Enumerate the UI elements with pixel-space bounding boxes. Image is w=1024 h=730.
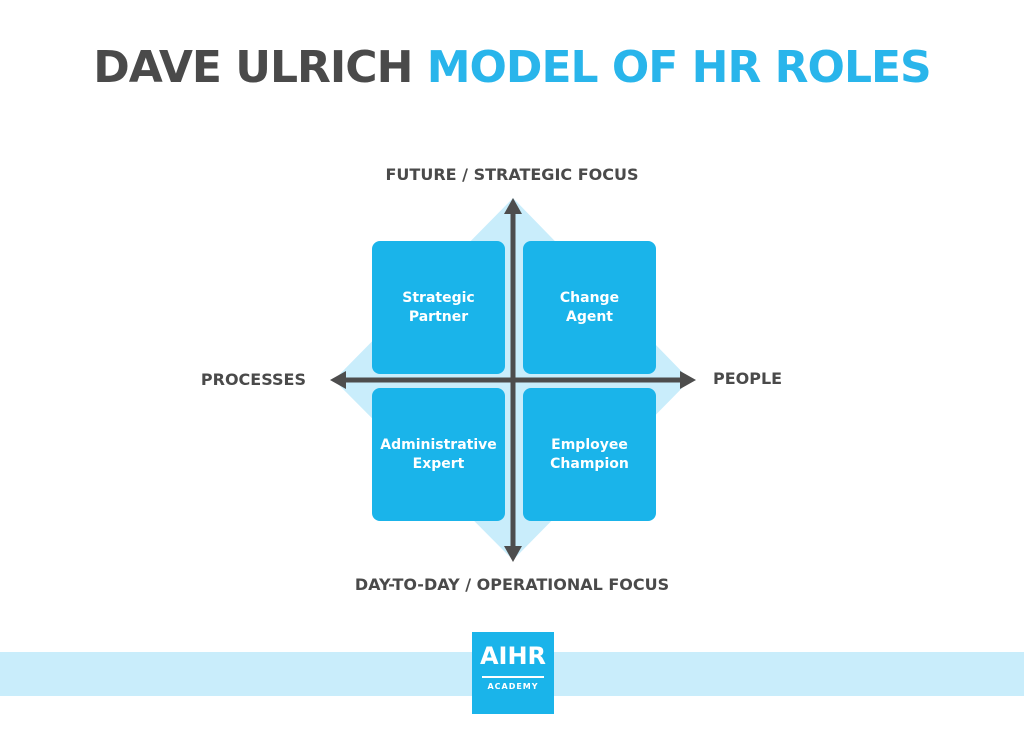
aihr-logo: AIHR ACADEMY (472, 632, 554, 714)
logo-divider (482, 676, 544, 678)
logo-subtext: ACADEMY (487, 682, 539, 691)
arrow-right-icon (680, 371, 696, 389)
arrow-up-icon (504, 198, 522, 214)
quadrant-label-line2: Agent (565, 308, 613, 325)
axis-label-top: FUTURE / STRATEGIC FOCUS (385, 165, 639, 184)
arrow-down-icon (504, 546, 522, 562)
quadrant-label-line1: Employee (551, 436, 628, 453)
quadrant-label-line2: Champion (550, 455, 629, 472)
logo-text: AIHR (479, 642, 547, 670)
quadrant-label-line1: Administrative (380, 436, 497, 453)
axis-label-left: PROCESSES (200, 370, 306, 389)
axis-label-bottom: DAY-TO-DAY / OPERATIONAL FOCUS (354, 575, 670, 594)
page-title: DAVE ULRICH MODEL OF HR ROLES (0, 42, 1024, 93)
quadrant-label-line1: Strategic (402, 289, 475, 306)
quadrant-label-line1: Change (559, 289, 620, 306)
title-part-dark: DAVE ULRICH (93, 42, 427, 93)
quadrant-label-line2: Expert (412, 455, 465, 472)
horizontal-axis (330, 371, 696, 389)
quadrant-label-line2: Partner (408, 308, 469, 325)
axis-label-right: PEOPLE (713, 369, 783, 388)
arrow-left-icon (330, 371, 346, 389)
title-part-blue: MODEL OF HR ROLES (426, 42, 932, 93)
